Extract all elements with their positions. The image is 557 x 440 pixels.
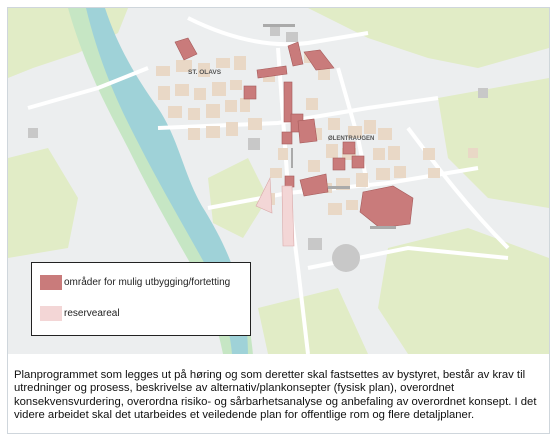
- legend-label-development: områder for mulig utbygging/fortetting: [64, 277, 231, 288]
- legend-item-reserve: reserveareal: [40, 306, 120, 321]
- legend-label-reserve: reserveareal: [64, 308, 120, 319]
- development-swatch: [40, 275, 62, 290]
- street-labels: [263, 24, 396, 229]
- reserve-areas: [255, 176, 295, 247]
- place-label-st-olavs: ST. OLAVS: [188, 69, 222, 76]
- map-legend: områder for mulig utbygging/fortetting r…: [31, 262, 251, 336]
- place-label-kuatrenturgen: ØLENTRAUGEN: [328, 136, 374, 142]
- buildings: [156, 53, 478, 215]
- legend-item-development: områder for mulig utbygging/fortetting: [40, 275, 230, 290]
- park-areas: [8, 8, 549, 354]
- gray-buildings: [28, 26, 488, 272]
- figure-caption: Planprogrammet som legges ut på høring o…: [14, 369, 537, 422]
- reserve-swatch: [40, 306, 62, 321]
- development-areas: [174, 37, 414, 229]
